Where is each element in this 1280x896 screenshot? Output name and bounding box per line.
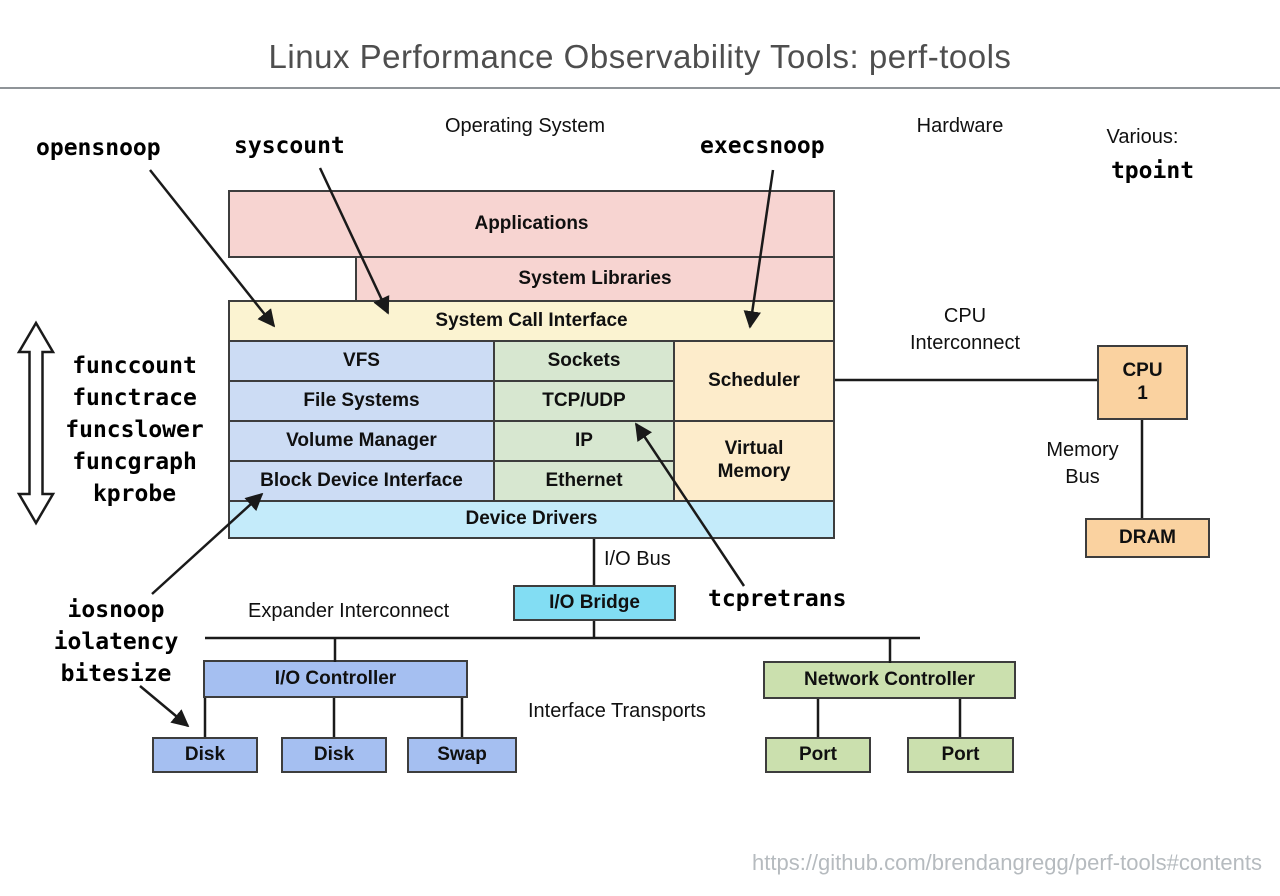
- tool-iosnoop: iosnoop: [67, 597, 165, 623]
- applications-box: Applications: [228, 190, 835, 258]
- memory-bus-label: Memory Bus: [1046, 439, 1119, 488]
- file-systems-box: File Systems: [228, 380, 495, 422]
- source-url: https://github.com/brendangregg/perf-too…: [752, 850, 1262, 875]
- scheduler-box: Scheduler: [673, 340, 835, 422]
- tool-syscount: syscount: [234, 133, 345, 159]
- tool-execsnoop: execsnoop: [700, 133, 825, 159]
- tool-tcpretrans: tcpretrans: [708, 586, 847, 612]
- ethernet-box: Ethernet: [493, 460, 675, 502]
- func-tools-list: funccount functrace funcslower funcgraph…: [52, 350, 217, 510]
- io-bus-label: I/O Bus: [604, 548, 671, 570]
- system-call-interface-box: System Call Interface: [228, 300, 835, 342]
- io-bridge-box: I/O Bridge: [513, 585, 676, 621]
- expander-interconnect-label: Expander Interconnect: [248, 600, 450, 622]
- various-label: Various:: [1106, 126, 1179, 148]
- io-controller-box: I/O Controller: [203, 660, 468, 698]
- operating-system-label: Operating System: [444, 115, 606, 137]
- swap-box: Swap: [407, 737, 517, 773]
- tool-funcgraph: funcgraph: [72, 449, 197, 475]
- volume-manager-box: Volume Manager: [228, 420, 495, 462]
- cpu-interconnect-label: CPU Interconnect: [909, 305, 1021, 354]
- tool-kprobe: kprobe: [92, 481, 177, 507]
- kernel-range-double-arrow: [16, 320, 56, 526]
- interface-transports-label: Interface Transports: [528, 700, 706, 722]
- port-box-1: Port: [765, 737, 871, 773]
- page-title: Linux Performance Observability Tools: p…: [268, 38, 1012, 75]
- network-controller-box: Network Controller: [763, 661, 1016, 699]
- tool-tpoint: tpoint: [1110, 158, 1195, 184]
- tool-bitesize: bitesize: [60, 661, 172, 687]
- port-box-2: Port: [907, 737, 1014, 773]
- tool-funcslower: funcslower: [65, 417, 204, 443]
- dram-box: DRAM: [1085, 518, 1210, 558]
- tool-iolatency: iolatency: [53, 629, 179, 655]
- cpu-box: CPU 1: [1097, 345, 1188, 420]
- tool-opensnoop: opensnoop: [36, 135, 161, 161]
- hardware-label: Hardware: [916, 115, 1004, 137]
- tcp-udp-box: TCP/UDP: [493, 380, 675, 422]
- tool-functrace: functrace: [72, 385, 197, 411]
- io-tools-list: iosnoop iolatency bitesize: [42, 594, 190, 690]
- disk-box-2: Disk: [281, 737, 387, 773]
- system-libraries-box: System Libraries: [355, 256, 835, 302]
- disk-box-1: Disk: [152, 737, 258, 773]
- cpu-box-label: CPU: [1122, 359, 1163, 381]
- device-drivers-box: Device Drivers: [228, 500, 835, 539]
- block-device-interface-box: Block Device Interface: [228, 460, 495, 502]
- bitesize-arrow: [139, 685, 190, 728]
- sockets-box: Sockets: [493, 340, 675, 382]
- virtual-memory-box: Virtual Memory: [673, 420, 835, 502]
- ip-box: IP: [493, 420, 675, 462]
- title-divider: [0, 87, 1280, 89]
- tool-funccount: funccount: [72, 353, 197, 379]
- vfs-box: VFS: [228, 340, 495, 382]
- cpu-box-number: 1: [1137, 382, 1148, 404]
